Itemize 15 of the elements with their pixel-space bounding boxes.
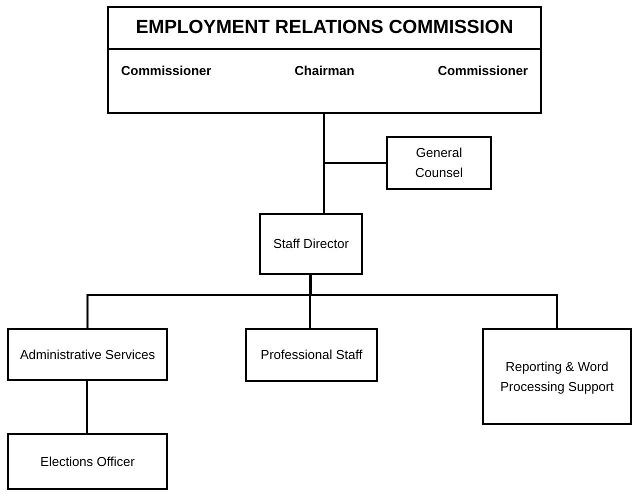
commission-box xyxy=(107,6,542,114)
org-box: Administrative Services xyxy=(7,328,168,381)
member-title: Commissioner xyxy=(438,62,528,80)
connector-line xyxy=(323,114,386,164)
connector-line xyxy=(310,275,558,328)
commission-title: EMPLOYMENT RELATIONS COMMISSION xyxy=(136,16,514,40)
org-box: Reporting & Word Processing Support xyxy=(482,328,632,425)
connector-line xyxy=(309,275,311,328)
member-title: Commissioner xyxy=(121,62,212,80)
connector-line xyxy=(86,381,88,433)
member-title: Chairman xyxy=(294,62,354,80)
org-box: Elections Officer xyxy=(7,433,168,490)
org-box: Staff Director xyxy=(259,213,363,275)
org-box: General Counsel xyxy=(386,136,492,190)
org-box: Professional Staff xyxy=(245,328,378,382)
